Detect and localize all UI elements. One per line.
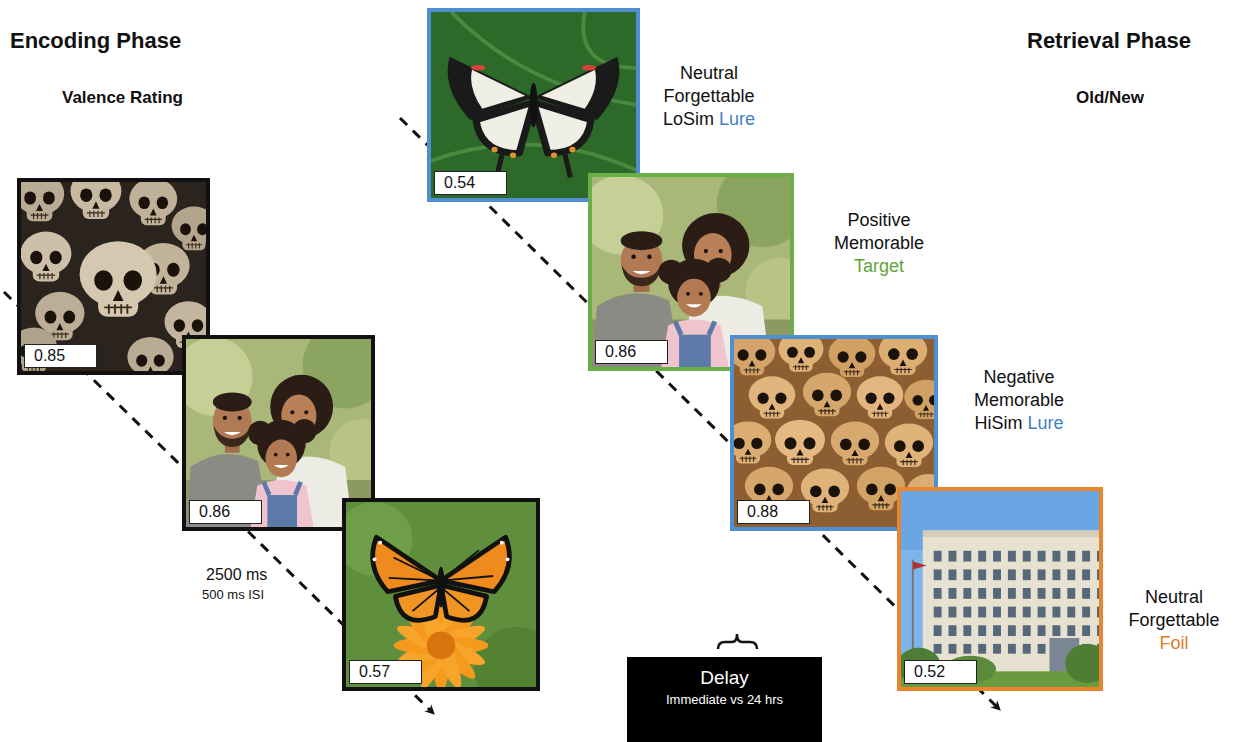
score-box: 0.54: [434, 171, 507, 195]
condition-label: Positive MemorableTarget: [826, 209, 932, 278]
score-box: 0.52: [904, 660, 977, 684]
phase-label: 2500 ms: [206, 566, 267, 584]
phase-label: Encoding Phase: [10, 28, 181, 54]
condition-label: Negative Memorable HiSimLure: [956, 366, 1082, 435]
phase-label: Old/New: [1076, 88, 1144, 108]
score-box: 0.86: [595, 340, 668, 364]
score-box: 0.86: [189, 500, 262, 524]
trial-type: Lure: [719, 109, 755, 129]
image-frame: 0.57: [342, 498, 540, 691]
trial-type: Target: [826, 255, 932, 278]
delay-title: Delay: [627, 657, 822, 690]
score-box: 0.57: [349, 660, 422, 684]
phase-label: 500 ms ISI: [202, 587, 264, 602]
score-box: 0.88: [737, 500, 810, 524]
skull-photo: [21, 182, 206, 371]
delay-note: Immediate vs 24 hrs: [666, 692, 784, 708]
phase-label: Retrieval Phase: [1027, 28, 1191, 54]
trial-type: Foil: [1119, 632, 1229, 655]
condition-text: Positive Memorable: [834, 210, 924, 253]
condition-label: Neutral ForgettableFoil: [1119, 586, 1229, 655]
image-frame: 0.52Neutral ForgettableFoil: [897, 487, 1103, 691]
phase-label: Valence Rating: [62, 88, 183, 108]
condition-label: Neutral Forgettable LoSimLure: [649, 62, 769, 131]
delay-box: DelayImmediate vs 24 hrs: [627, 657, 822, 742]
building-photo: [901, 491, 1099, 687]
score-box: 0.85: [24, 344, 97, 368]
trial-type: Lure: [1028, 413, 1064, 433]
bracket: [718, 634, 757, 649]
condition-text: Neutral Forgettable: [1128, 587, 1219, 630]
